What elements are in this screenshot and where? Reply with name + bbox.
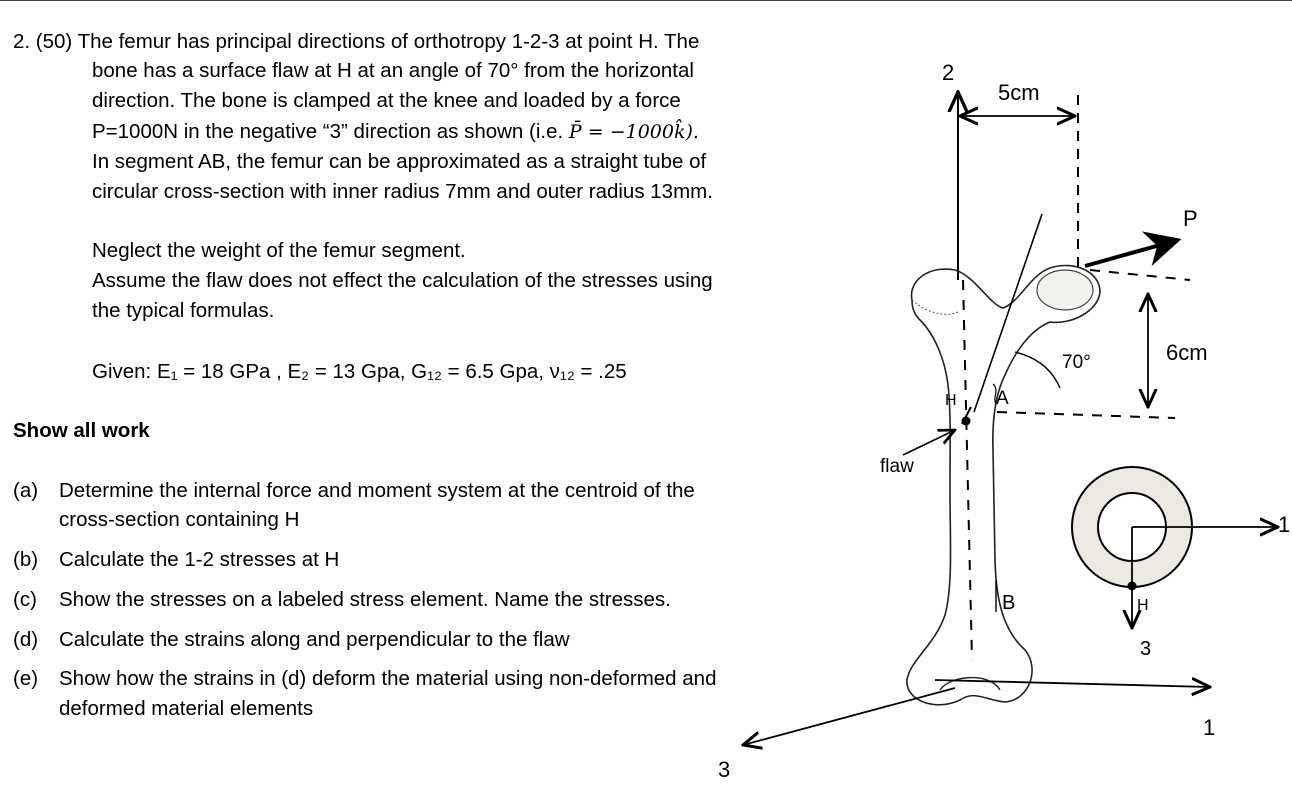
force-p-arrow xyxy=(1084,231,1182,268)
problem-header: 2. (50) The femur has principal directio… xyxy=(13,30,700,53)
knee-condyle xyxy=(939,676,1001,691)
force-equation: P̄ = −1000k̂). xyxy=(568,121,699,143)
upper-ref-dashed xyxy=(1089,269,1191,281)
part-a-label: (a) xyxy=(13,479,39,502)
assume-note-1: Assume the flaw does not effect the calc… xyxy=(92,269,713,292)
flaw-mark xyxy=(961,406,972,425)
angle-arc xyxy=(1014,351,1061,389)
knee-axis-3-label: 3 xyxy=(718,757,730,782)
lower-ref-dashed xyxy=(996,411,1176,419)
part-b-line-1: Calculate the 1-2 stresses at H xyxy=(59,548,340,571)
problem-line-1: bone has a surface flaw at H at an angle… xyxy=(92,59,694,82)
part-d-line-1: Calculate the strains along and perpendi… xyxy=(59,628,570,651)
problem-line-5: circular cross-section with inner radius… xyxy=(92,180,713,203)
part-d-label: (d) xyxy=(13,628,39,651)
problem-line-2: direction. The bone is clamped at the kn… xyxy=(92,89,681,112)
given-values: Given: E₁ = 18 GPa , E₂ = 13 Gpa, G₁₂ = … xyxy=(92,360,627,383)
section-axis-3-label: 3 xyxy=(1140,638,1151,660)
knee-axis-1-arrow xyxy=(934,680,1210,687)
knee-axis-3-arrow xyxy=(743,687,956,745)
knee-axis-1-label: 1 xyxy=(1203,715,1215,740)
part-c-label: (c) xyxy=(13,588,37,611)
part-a-line-2: cross-section containing H xyxy=(59,508,300,531)
problem-line-3: P=1000N in the negative “3” direction as… xyxy=(92,117,699,147)
trochanter-detail xyxy=(911,299,959,315)
part-c-line-1: Show the stresses on a labeled stress el… xyxy=(59,588,671,611)
section-axis-1-label: 1 xyxy=(1278,512,1290,537)
angle-70-label: 70° xyxy=(1062,352,1091,373)
point-b-label: B xyxy=(1002,592,1015,614)
part-e-label: (e) xyxy=(13,667,39,690)
part-e-line-1: Show how the strains in (d) deform the m… xyxy=(59,667,717,690)
flaw-direction-line xyxy=(973,213,1043,413)
show-all-work: Show all work xyxy=(13,419,150,442)
section-point-h-label: H xyxy=(1137,597,1149,614)
femoral-head xyxy=(1036,269,1094,311)
top-rule xyxy=(0,0,1292,1)
force-p-label: P xyxy=(1183,206,1198,231)
flaw-pointer-arrow xyxy=(902,430,955,456)
part-b-label: (b) xyxy=(13,548,39,571)
part-a-line-1: Determine the internal force and moment … xyxy=(59,479,695,502)
dim-6cm-label: 6cm xyxy=(1166,340,1208,365)
point-a-leader xyxy=(992,383,997,405)
neglect-note: Neglect the weight of the femur segment. xyxy=(92,239,466,262)
part-e-line-2: deformed material elements xyxy=(59,697,314,720)
axis-2-label: 2 xyxy=(942,60,954,85)
femur-bone xyxy=(906,264,1101,706)
centroid-line-dashed xyxy=(962,279,973,661)
point-a-label: A xyxy=(996,388,1009,409)
section-point-h-dot xyxy=(1127,581,1137,591)
point-h-label: H xyxy=(945,392,957,409)
problem-line-4: In segment AB, the femur can be approxim… xyxy=(92,150,707,173)
dim-5cm-label: 5cm xyxy=(998,80,1040,105)
assume-note-2: the typical formulas. xyxy=(92,299,275,322)
flaw-label: flaw xyxy=(880,456,914,477)
problem-line-3-text: P=1000N in the negative “3” direction as… xyxy=(92,120,569,143)
